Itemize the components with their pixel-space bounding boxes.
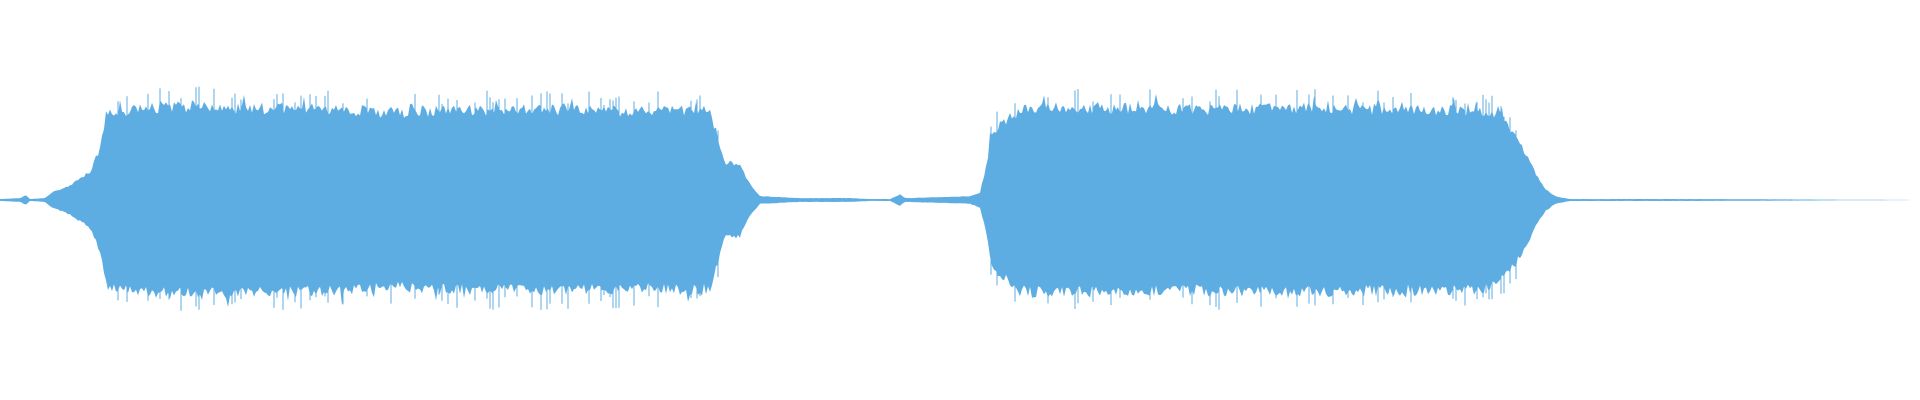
waveform-body: [0, 94, 1920, 307]
audio-waveform: [0, 86, 1920, 311]
